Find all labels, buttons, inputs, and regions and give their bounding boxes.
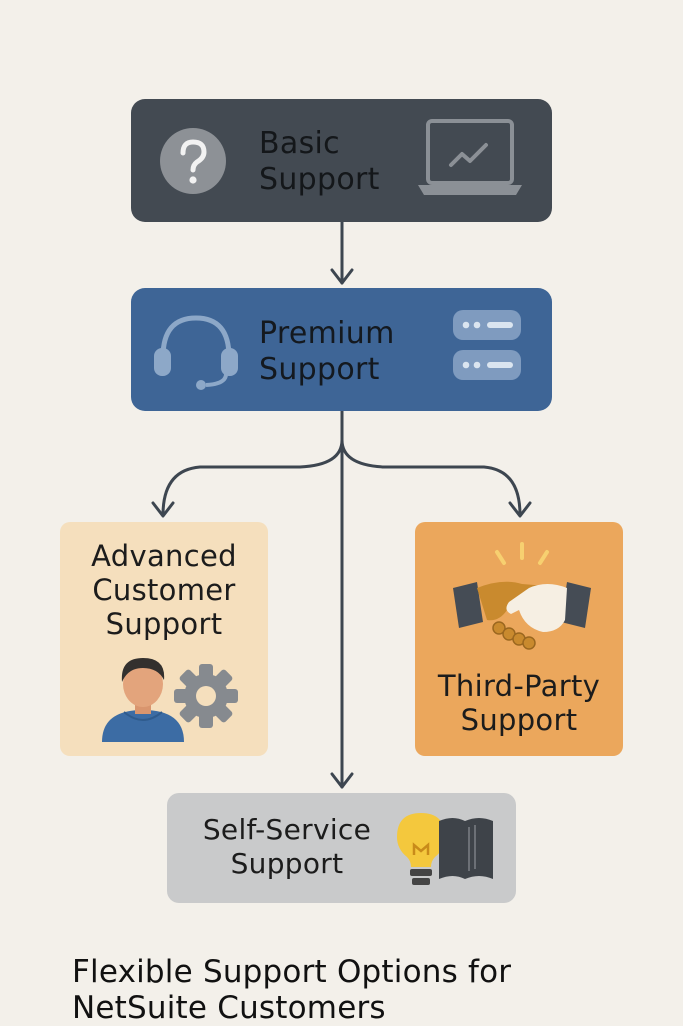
node-self-service-label: Self-Service Support [202,813,372,880]
gear-icon [174,664,238,728]
node-third-party-support: Third-Party Support [415,522,623,756]
node-basic-label: Basic Support [259,126,380,197]
arrow-premium-to-third-party [340,438,522,517]
laptop-chart-icon [418,119,522,195]
arrow-premium-to-advanced [161,409,344,517]
person-icon [102,658,184,742]
diagram-footer-title: Flexible Support Options for NetSuite Cu… [72,954,512,1026]
node-basic-support: Basic Support [131,99,552,222]
lightbulb-icon [397,813,445,885]
node-self-service-support: Self-Service Support [167,793,516,903]
arrowhead-basic-to-premium [330,268,354,285]
node-third-party-label: Third-Party Support [437,669,601,737]
question-circle-icon [160,128,226,194]
node-premium-support: Premium Support [131,288,552,411]
node-advanced-customer-support: Advanced Customer Support [60,522,268,756]
arrowhead-premium-to-self-service [330,772,354,789]
node-premium-label: Premium Support [259,316,395,387]
arrowhead-premium-to-third-party [508,501,532,518]
headset-icon [154,315,238,390]
book-icon [439,818,493,879]
node-advanced-label: Advanced Customer Support [91,539,237,641]
arrowhead-premium-to-advanced [151,501,175,518]
server-icon [453,310,521,380]
handshake-icon [453,542,591,650]
